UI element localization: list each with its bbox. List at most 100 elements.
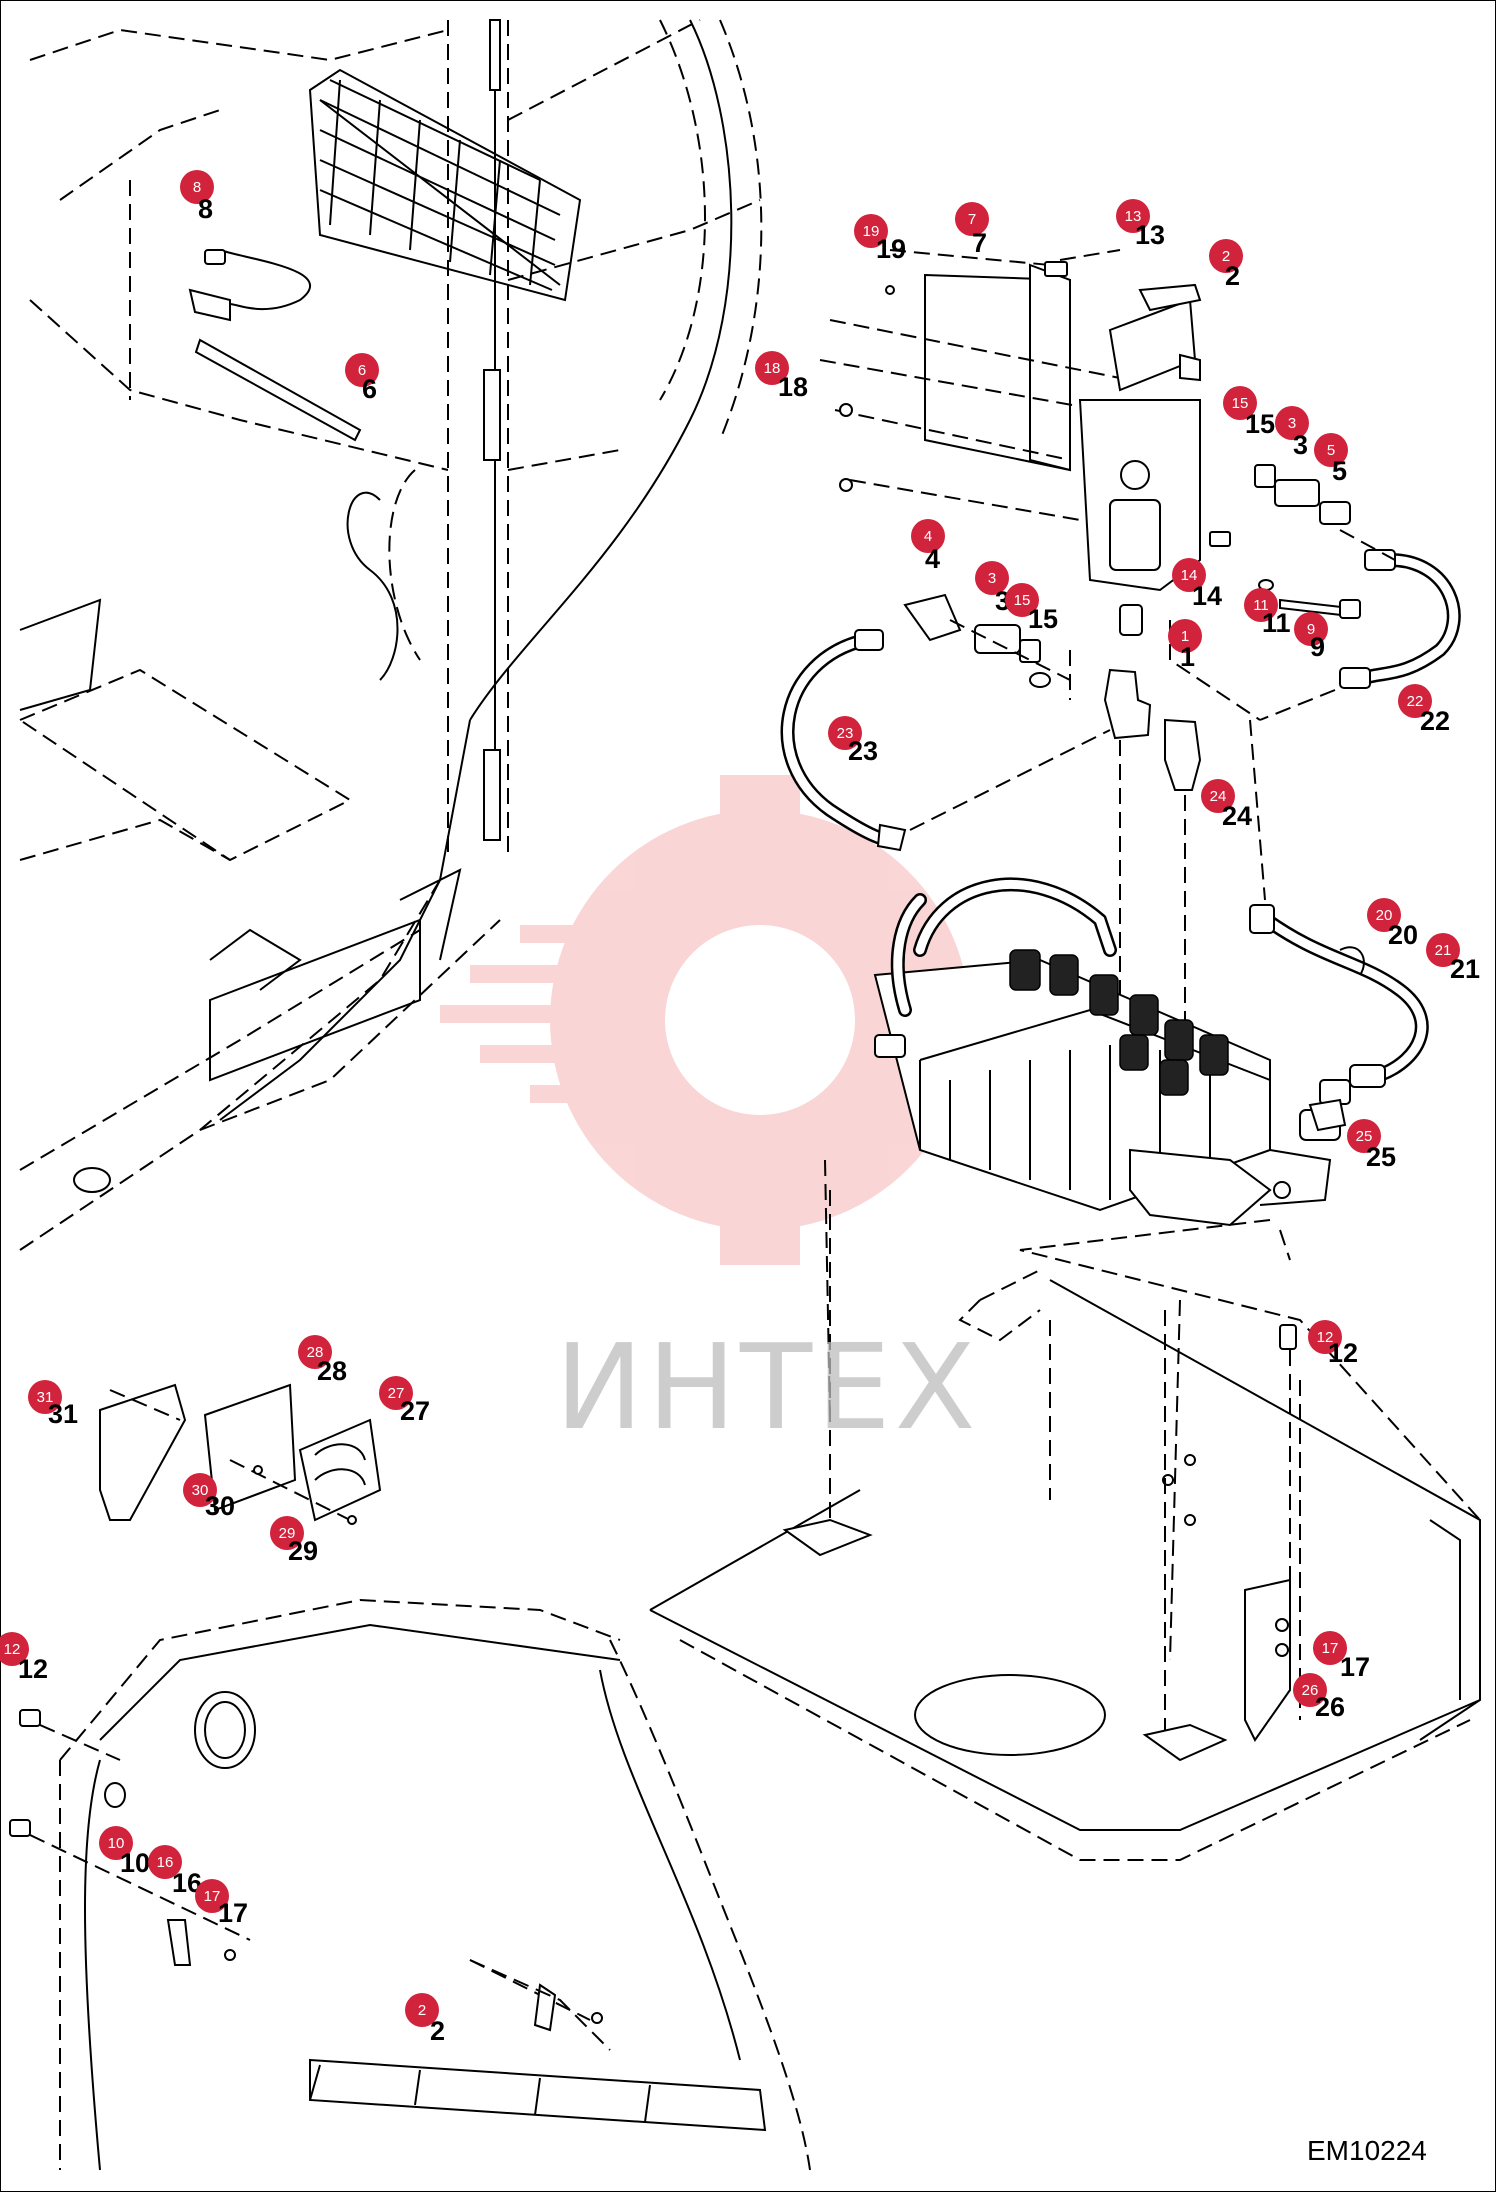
lower-frame <box>649 1190 1481 1861</box>
callout-12-left-badge: 12 <box>4 1641 21 1658</box>
callout-14-label: 14 <box>1192 581 1222 611</box>
callout-9[interactable]: 9 9 <box>1294 612 1328 662</box>
callout-21[interactable]: 21 21 <box>1426 933 1480 984</box>
callout-19[interactable]: 19 19 <box>854 214 906 264</box>
callout-2-bottom-label: 2 <box>430 2016 445 2046</box>
callout-15-top-label: 15 <box>1245 409 1275 439</box>
callout-24-label: 24 <box>1222 801 1252 831</box>
callout-10-badge: 10 <box>108 1835 125 1852</box>
callout-20[interactable]: 20 20 <box>1367 898 1418 950</box>
callout-20-badge: 20 <box>1376 907 1393 924</box>
callout-13-badge: 13 <box>1125 208 1142 225</box>
callout-30-badge: 30 <box>192 1482 209 1499</box>
callout-14-badge: 14 <box>1181 567 1198 584</box>
callout-28[interactable]: 28 28 <box>298 1335 347 1386</box>
valve-mount-assembly <box>780 249 1461 1020</box>
callout-3-top-badge: 3 <box>1288 415 1296 432</box>
callout-2-top[interactable]: 2 2 <box>1209 239 1243 291</box>
callout-9-badge: 9 <box>1307 621 1315 638</box>
callout-17-right-badge: 17 <box>1322 1640 1339 1657</box>
callout-11[interactable]: 11 11 <box>1244 588 1291 638</box>
callout-13-label: 13 <box>1135 220 1165 250</box>
callout-15-middle-badge: 15 <box>1014 592 1031 609</box>
callout-17-left[interactable]: 17 17 <box>195 1879 248 1928</box>
callout-16[interactable]: 16 16 <box>148 1845 202 1898</box>
callout-1-badge: 1 <box>1181 628 1189 645</box>
callout-12-right-label: 12 <box>1328 1338 1358 1368</box>
callout-4[interactable]: 4 4 <box>911 519 945 574</box>
callout-15-middle[interactable]: 15 15 <box>1005 583 1058 634</box>
callout-21-badge: 21 <box>1435 942 1452 959</box>
callout-28-badge: 28 <box>307 1344 324 1361</box>
callout-17-right-label: 17 <box>1340 1652 1370 1682</box>
callout-23[interactable]: 23 23 <box>828 716 878 766</box>
callout-18-label: 18 <box>778 372 808 402</box>
callout-22-label: 22 <box>1420 706 1450 736</box>
callout-20-label: 20 <box>1388 920 1418 950</box>
callout-6[interactable]: 6 6 <box>345 353 379 404</box>
callout-1[interactable]: 1 1 <box>1168 619 1202 672</box>
callout-3-middle-label: 3 <box>995 586 1010 616</box>
callout-19-label: 19 <box>876 234 906 264</box>
callout-27[interactable]: 27 27 <box>379 1376 430 1426</box>
callout-12-right-badge: 12 <box>1317 1329 1334 1346</box>
callout-29-label: 29 <box>288 1536 318 1566</box>
callout-22-badge: 22 <box>1407 693 1424 710</box>
cover-plates <box>99 1383 382 1525</box>
callout-11-label: 11 <box>1262 608 1291 638</box>
callout-12-left-label: 12 <box>18 1654 48 1684</box>
callout-26[interactable]: 26 26 <box>1293 1673 1345 1722</box>
callout-12-left[interactable]: 12 12 <box>0 1632 48 1684</box>
callout-25[interactable]: 25 25 <box>1347 1119 1396 1172</box>
callout-26-label: 26 <box>1315 1692 1345 1722</box>
callout-9-label: 9 <box>1310 632 1325 662</box>
hose-assembly-right <box>1249 904 1429 1132</box>
callout-12-right[interactable]: 12 12 <box>1308 1320 1358 1368</box>
callout-29-badge: 29 <box>279 1525 296 1542</box>
callout-8[interactable]: 8 8 <box>180 170 214 224</box>
callout-10-label: 10 <box>120 1848 150 1878</box>
callout-4-label: 4 <box>925 544 940 574</box>
callout-22[interactable]: 22 22 <box>1398 684 1450 736</box>
callout-30[interactable]: 30 30 <box>183 1473 235 1521</box>
callout-31-label: 31 <box>48 1399 78 1429</box>
callout-25-badge: 25 <box>1356 1128 1373 1145</box>
callout-4-badge: 4 <box>924 528 932 545</box>
callout-3-middle[interactable]: 3 3 <box>975 561 1010 616</box>
callout-7-badge: 7 <box>968 211 976 228</box>
callout-7[interactable]: 7 7 <box>955 202 989 258</box>
callouts: 1 1 2 2 2 2 3 3 3 3 4 4 5 <box>0 170 1480 2046</box>
callout-17-right[interactable]: 17 17 <box>1313 1631 1370 1682</box>
callout-15-middle-label: 15 <box>1028 604 1058 634</box>
callout-11-badge: 11 <box>1253 597 1269 614</box>
callout-2-bottom[interactable]: 2 2 <box>405 1993 445 2046</box>
storage-net <box>308 68 582 302</box>
callout-29[interactable]: 29 29 <box>270 1516 318 1566</box>
callout-13[interactable]: 13 13 <box>1116 199 1165 250</box>
drawing-code: EM10224 <box>1307 2135 1427 2166</box>
callout-8-badge: 8 <box>193 179 201 196</box>
callout-24[interactable]: 24 24 <box>1201 779 1252 831</box>
callout-25-label: 25 <box>1366 1142 1396 1172</box>
callout-10[interactable]: 10 10 <box>99 1826 150 1878</box>
callout-17-left-label: 17 <box>218 1898 248 1928</box>
callout-3-top-label: 3 <box>1293 430 1308 460</box>
callout-19-badge: 19 <box>863 223 880 240</box>
callout-27-label: 27 <box>400 1396 430 1426</box>
watermark-text: ИНТЕХ <box>555 1318 980 1456</box>
callout-14[interactable]: 14 14 <box>1172 558 1222 611</box>
callout-30-label: 30 <box>205 1491 235 1521</box>
callout-5[interactable]: 5 5 <box>1314 433 1348 486</box>
callout-3-top[interactable]: 3 3 <box>1275 406 1309 460</box>
callout-17-left-badge: 17 <box>204 1888 221 1905</box>
callout-15-top[interactable]: 15 15 <box>1223 386 1275 439</box>
callout-18[interactable]: 18 18 <box>755 351 808 402</box>
callout-26-badge: 26 <box>1302 1682 1319 1699</box>
callout-2-top-label: 2 <box>1225 261 1240 291</box>
callout-31[interactable]: 31 31 <box>28 1380 78 1429</box>
callout-23-badge: 23 <box>837 725 854 742</box>
callout-1-label: 1 <box>1180 642 1195 672</box>
callout-16-badge: 16 <box>157 1854 174 1871</box>
bottom-left-frame <box>9 1598 811 2171</box>
